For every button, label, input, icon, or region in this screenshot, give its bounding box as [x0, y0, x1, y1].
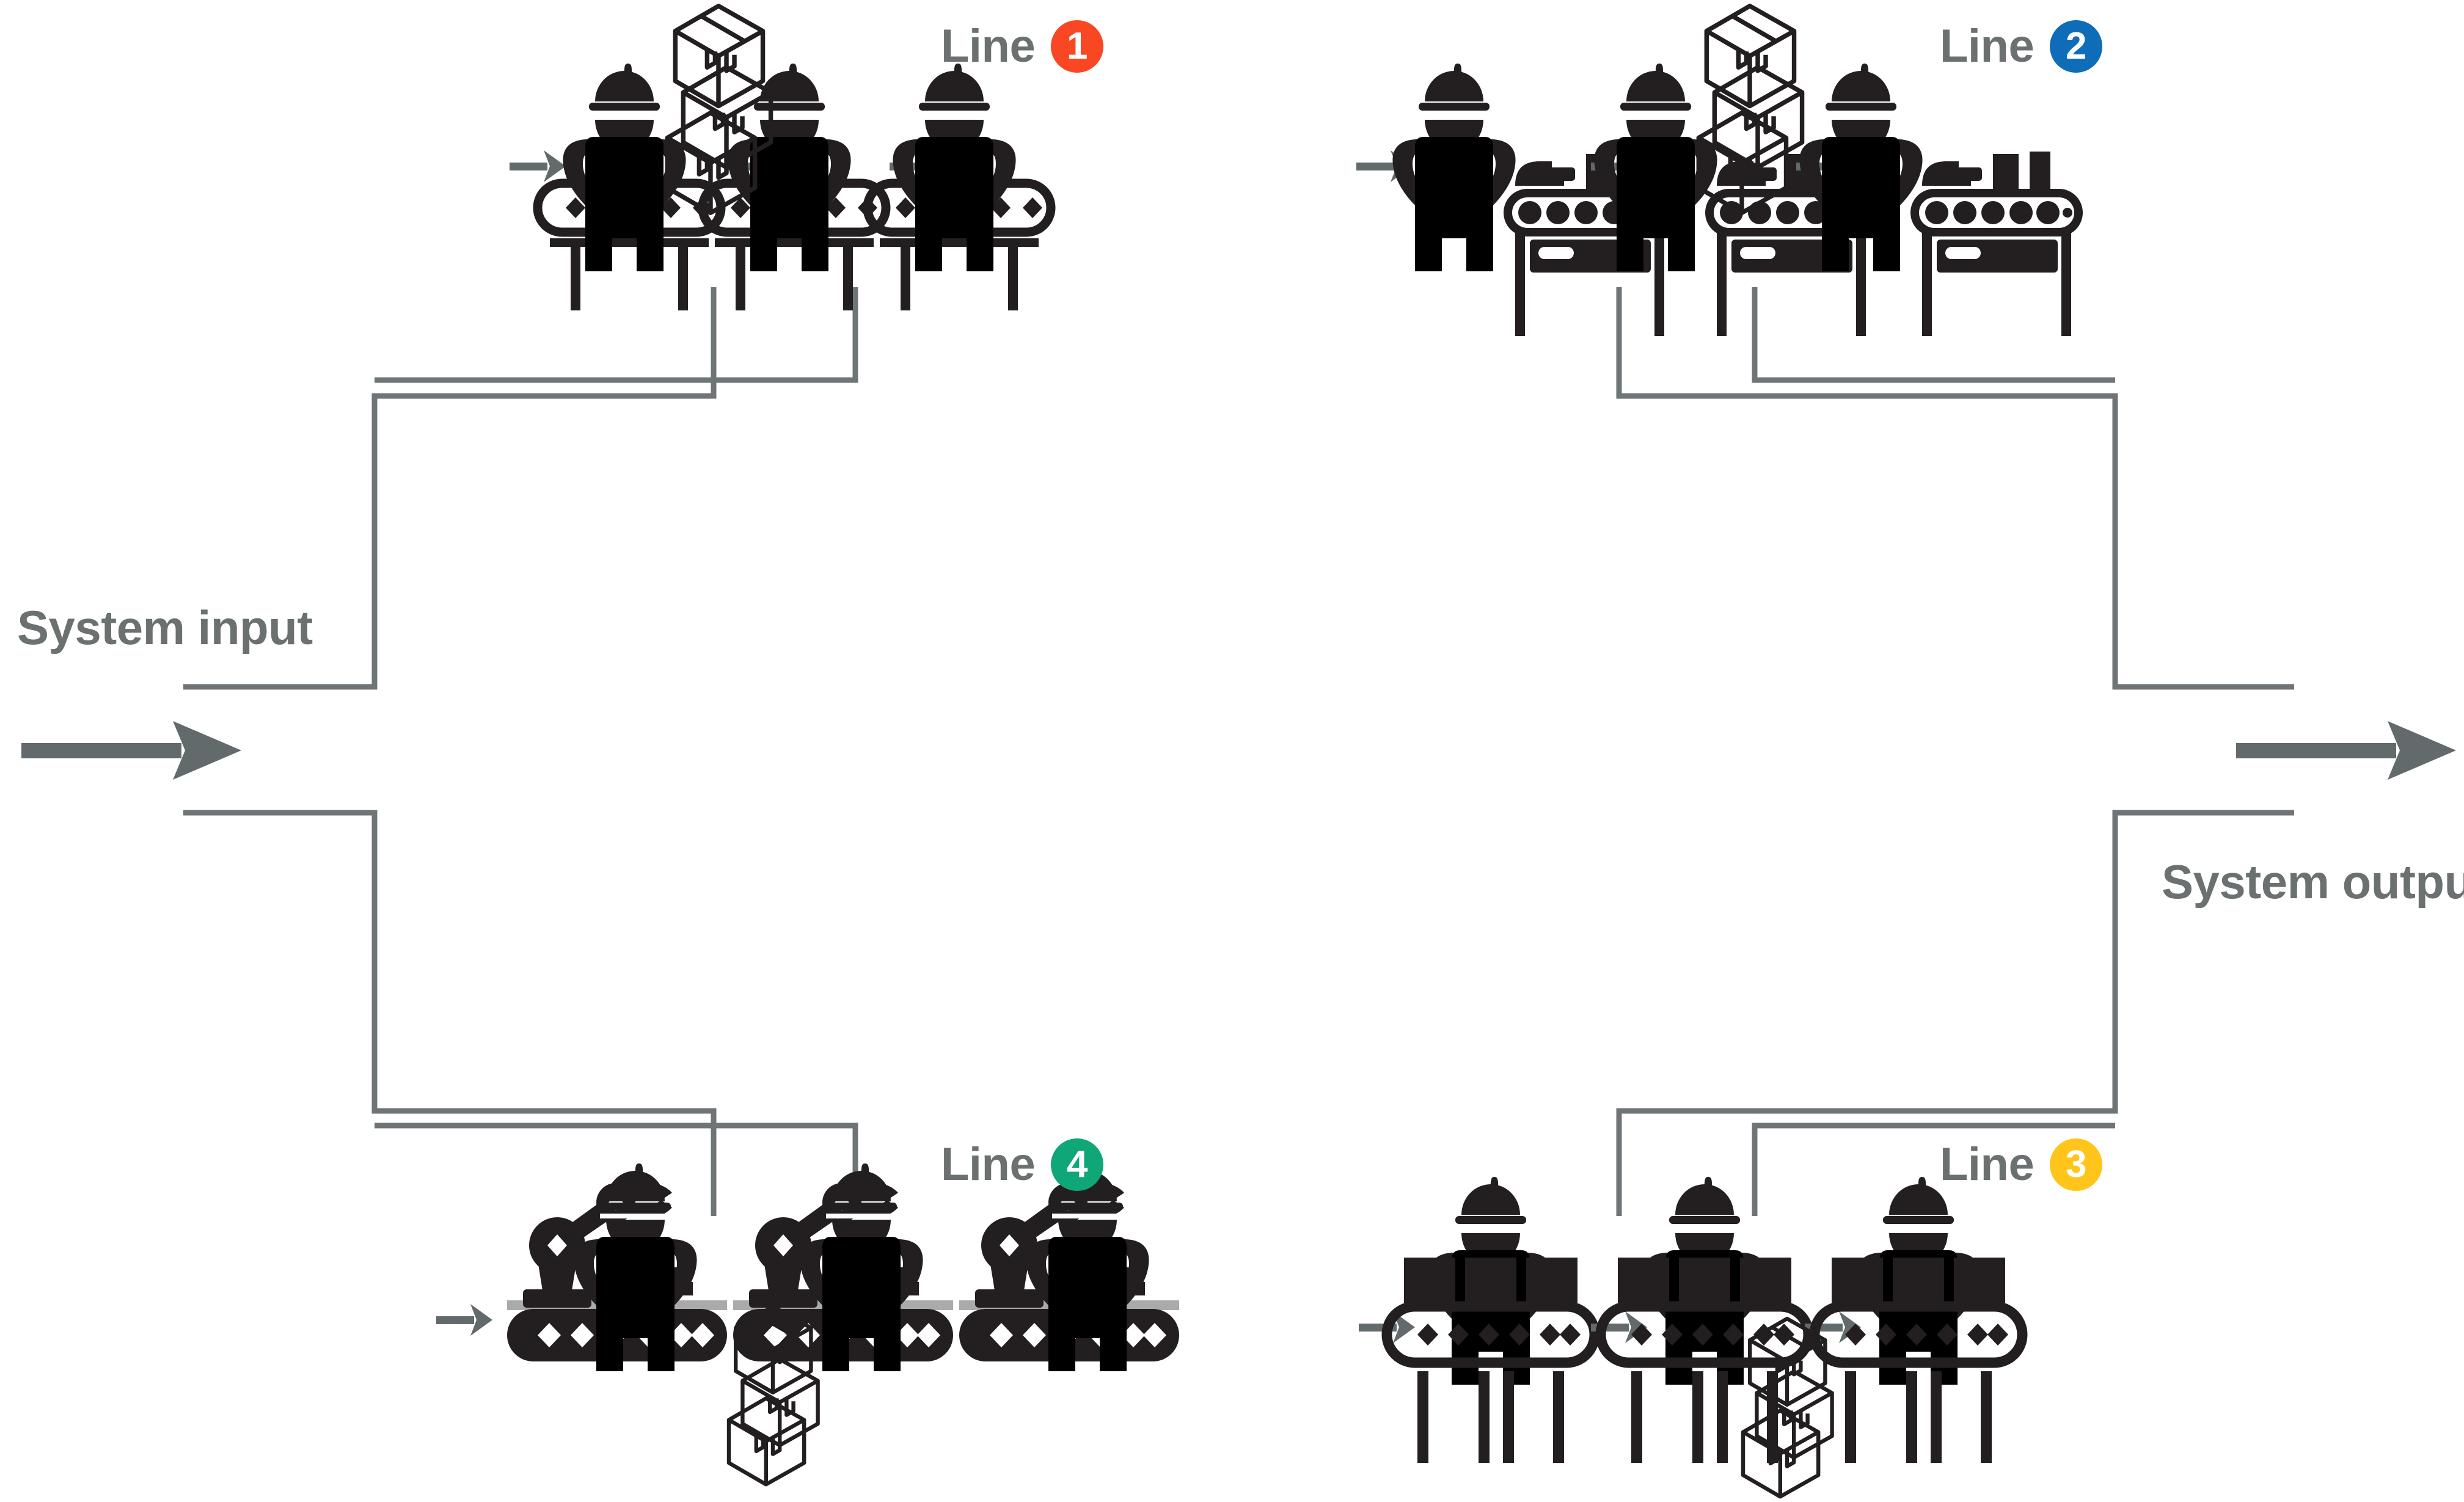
system-input-arrow	[21, 721, 241, 780]
system-output-label: System output	[2162, 855, 2464, 909]
connector-line2-to-output-a	[1616, 287, 2294, 690]
line-2-label-text: Line	[1940, 20, 2034, 72]
line-4-station-1	[507, 1163, 727, 1371]
routing-connectors	[183, 287, 2294, 1216]
connector-input-to-line4-a	[183, 810, 717, 1216]
connector-line3-to-output-b	[1752, 1123, 2115, 1216]
line-3-station-1	[1387, 1177, 1595, 1463]
line-2-badge: 2	[2050, 20, 2103, 73]
line-4-badge: 4	[1051, 1138, 1104, 1191]
line-1-station-3	[868, 64, 1051, 310]
system-output-arrow	[2236, 721, 2456, 780]
line-2-station-3	[1799, 64, 2078, 336]
line-3-label-text: Line	[1940, 1138, 2034, 1190]
connector-line2-to-output-b	[1752, 287, 2115, 383]
line-3-group[interactable]: .l3 .worker-body{fill:#FFC51A}	[1359, 1177, 2022, 1497]
connector-input-to-line1-a	[183, 287, 717, 690]
line-2-label[interactable]: Line 2	[1940, 20, 2103, 73]
connector-input-to-line1-b	[375, 287, 858, 383]
line-1-label[interactable]: Line 1	[941, 20, 1104, 73]
line-3-label[interactable]: Line 3	[1940, 1138, 2103, 1191]
line-4-label-text: Line	[941, 1138, 1036, 1190]
system-input-label: System input	[17, 601, 313, 654]
line-1-badge: 1	[1051, 20, 1104, 73]
line-4-group[interactable]: .l4 .worker-body{fill:#0FA678}	[436, 1163, 1179, 1484]
line-4-station-3	[959, 1163, 1179, 1371]
line-4-label[interactable]: Line 4	[941, 1138, 1104, 1191]
line-1-label-text: Line	[941, 20, 1036, 72]
line-3-box-stack	[1743, 1319, 1832, 1497]
line-4-station-2	[733, 1163, 953, 1371]
line-3-badge: 3	[2050, 1138, 2103, 1191]
connector-line3-to-output-a	[1616, 810, 2294, 1216]
